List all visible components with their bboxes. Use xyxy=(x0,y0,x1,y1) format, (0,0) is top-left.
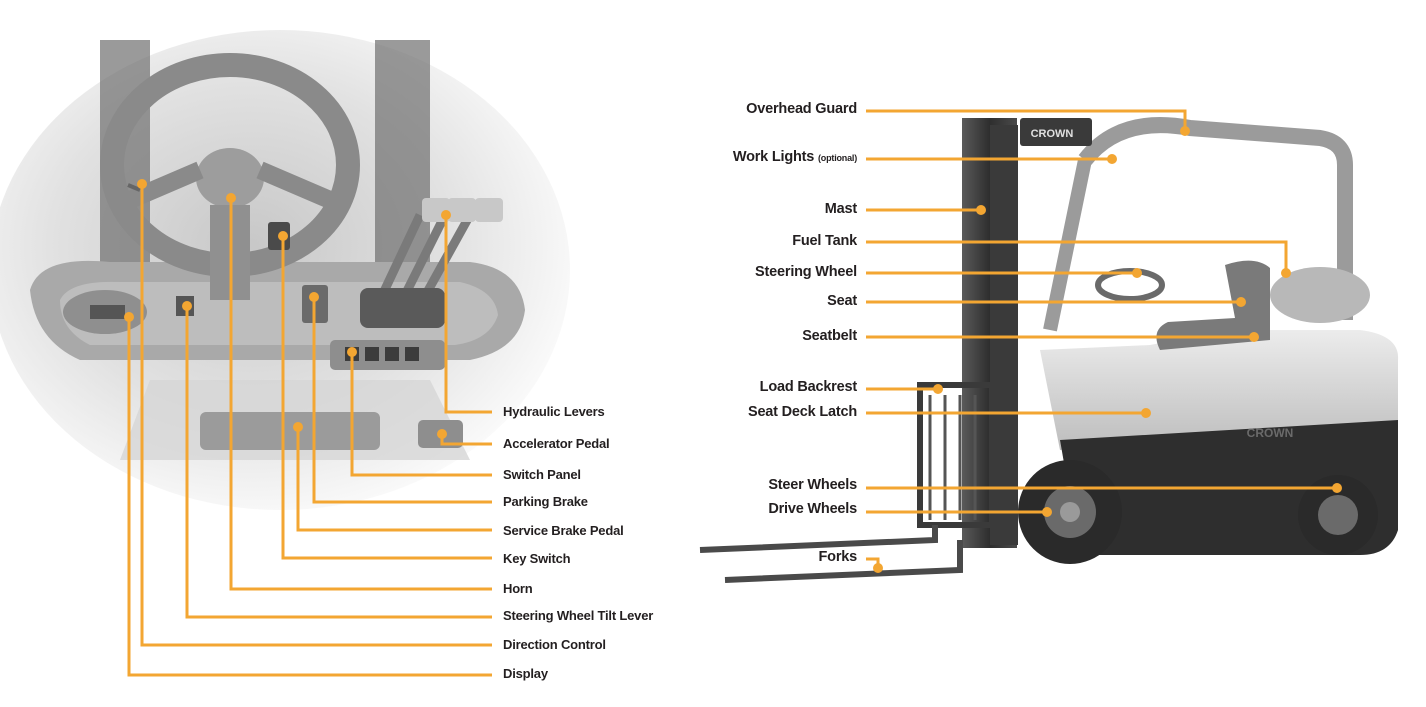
leader-hydraulic-levers xyxy=(444,215,492,414)
label-parking-brake: Parking Brake xyxy=(503,494,588,509)
label-forks: Forks xyxy=(818,549,858,565)
dot-hydraulic-levers xyxy=(441,210,451,220)
leader-display xyxy=(127,317,492,677)
dot-display xyxy=(124,312,134,322)
leader-fuel-tank xyxy=(866,240,1288,273)
label-accelerator-pedal: Accelerator Pedal xyxy=(503,436,610,451)
leader-parking-brake xyxy=(312,297,492,504)
label-drive-wheels: Drive Wheels xyxy=(768,501,857,517)
dot-horn xyxy=(226,193,236,203)
label-load-backrest: Load Backrest xyxy=(759,379,858,395)
truck-leader-dots xyxy=(873,126,1342,573)
leader-key-switch xyxy=(281,236,492,560)
label-steer-wheels: Steer Wheels xyxy=(768,477,857,493)
label-work-lights: Work Lights (optional) xyxy=(733,149,857,165)
dot-key-switch xyxy=(278,231,288,241)
dot-parking-brake xyxy=(309,292,319,302)
leader-overhead-guard xyxy=(866,109,1187,131)
forklift-truck-illustration: CROWN CROWN xyxy=(699,117,1399,583)
dot-work-lights xyxy=(1107,154,1117,164)
label-steering-wheel: Steering Wheel xyxy=(755,264,857,280)
dot-direction-control xyxy=(137,179,147,189)
leader-steering-wheel-tilt-lever xyxy=(185,306,492,619)
dot-accelerator-pedal xyxy=(437,429,447,439)
dot-switch-panel xyxy=(347,347,357,357)
cab-leader-dots xyxy=(124,179,451,439)
dot-seat xyxy=(1236,297,1246,307)
label-display: Display xyxy=(503,666,548,681)
label-direction-control: Direction Control xyxy=(503,637,606,652)
dot-seatbelt xyxy=(1249,332,1259,342)
leader-switch-panel xyxy=(350,352,492,477)
label-steering-wheel-tilt-lever: Steering Wheel Tilt Lever xyxy=(503,608,654,623)
leader-horn xyxy=(229,198,492,591)
label-seatbelt: Seatbelt xyxy=(802,328,857,344)
leader-service-brake-pedal xyxy=(296,427,492,532)
dot-overhead-guard xyxy=(1180,126,1190,136)
label-seat-deck-latch: Seat Deck Latch xyxy=(747,404,857,420)
cab-leader-lines xyxy=(127,184,492,677)
dot-service-brake-pedal xyxy=(293,422,303,432)
label-overhead-guard: Overhead Guard xyxy=(746,101,857,117)
dot-mast xyxy=(976,205,986,215)
label-service-brake-pedal: Service Brake Pedal xyxy=(503,523,624,538)
operator-cab-illustration xyxy=(0,30,570,510)
label-hydraulic-levers: Hydraulic Levers xyxy=(503,404,605,419)
label-mast: Mast xyxy=(824,201,857,217)
dot-steering-wheel-tilt-lever xyxy=(182,301,192,311)
dot-drive-wheels xyxy=(1042,507,1052,517)
label-switch-panel: Switch Panel xyxy=(503,467,581,482)
label-horn: Horn xyxy=(503,581,533,596)
dot-load-backrest xyxy=(933,384,943,394)
hydraulic-levers-drawing xyxy=(360,198,503,328)
dot-steering-wheel xyxy=(1132,268,1142,278)
truck-leader-lines xyxy=(866,109,1337,568)
mast-brand-logo: CROWN xyxy=(1031,128,1074,140)
dot-forks xyxy=(873,563,883,573)
label-seat: Seat xyxy=(827,293,857,309)
body-brand-logo: CROWN xyxy=(1247,426,1294,440)
label-fuel-tank: Fuel Tank xyxy=(792,233,857,249)
label-work-lights-text: Work Lights xyxy=(732,149,815,165)
label-key-switch: Key Switch xyxy=(503,551,571,566)
dot-steer-wheels xyxy=(1332,483,1342,493)
dot-seat-deck-latch xyxy=(1141,408,1151,418)
label-work-lights-note: (optional) xyxy=(818,153,857,163)
dot-fuel-tank xyxy=(1281,268,1291,278)
leader-direction-control xyxy=(140,184,492,647)
